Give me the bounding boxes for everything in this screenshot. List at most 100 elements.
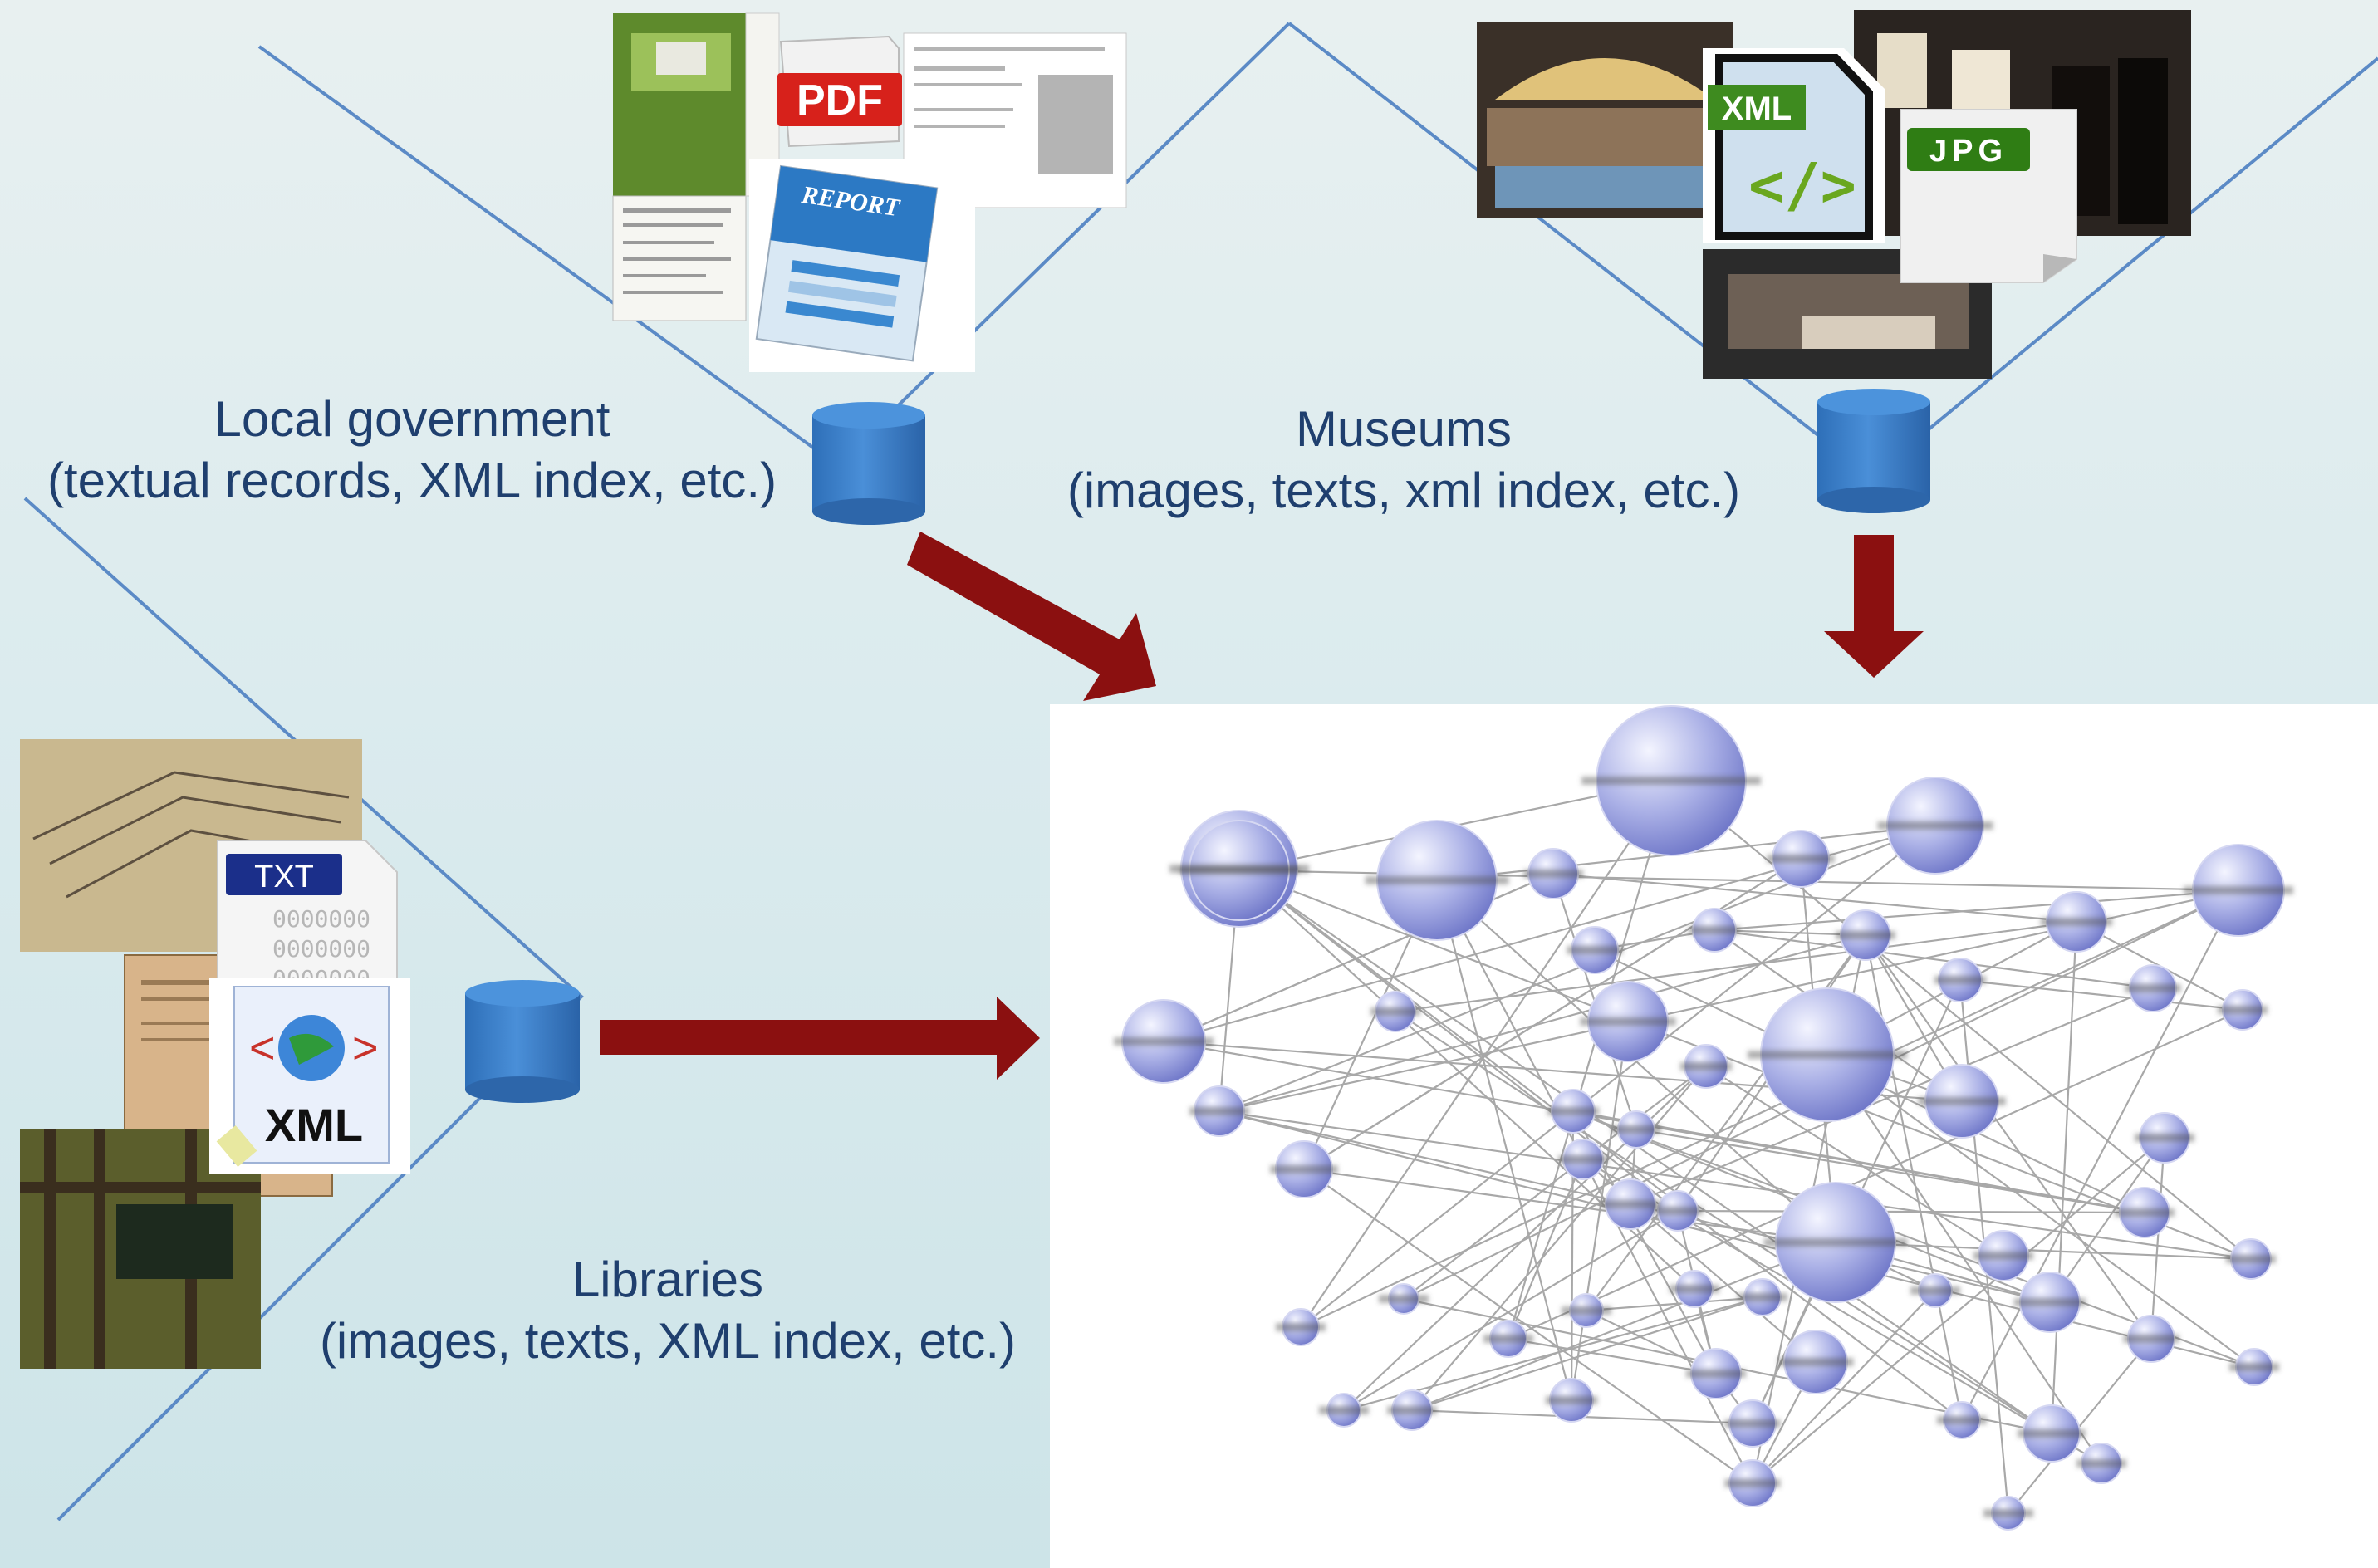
network-edge bbox=[2049, 1137, 2165, 1303]
network-edge bbox=[1508, 1337, 1717, 1375]
network-node-label-blur bbox=[2018, 1429, 2086, 1438]
network-node-label-blur bbox=[1653, 1207, 1703, 1215]
network-edge bbox=[1714, 889, 2239, 932]
network-edge bbox=[1508, 1008, 2243, 1340]
svg-text:>: > bbox=[352, 1023, 379, 1073]
local-government-title: Local government bbox=[213, 391, 610, 447]
network-node-label-blur bbox=[1686, 1370, 1746, 1378]
network-edge bbox=[1238, 868, 1679, 1212]
code-icon: </> bbox=[1748, 150, 1856, 220]
network-edge bbox=[2150, 1137, 2166, 1340]
network-edge bbox=[1218, 1110, 1631, 1206]
pdf-badge: PDF bbox=[797, 76, 883, 125]
network-edge bbox=[1343, 1210, 1679, 1411]
network-edge bbox=[1826, 1054, 2102, 1464]
local-government-database-icon bbox=[812, 402, 925, 525]
network-edge bbox=[1507, 780, 1673, 1340]
network-node-label-blur bbox=[2013, 1298, 2086, 1306]
network-edge bbox=[1395, 1011, 2052, 1434]
museums-database-icon bbox=[1817, 389, 1930, 513]
svg-text:<: < bbox=[249, 1023, 276, 1073]
network-edge bbox=[1238, 869, 2252, 1261]
network-node-label-blur bbox=[1387, 1406, 1437, 1414]
arrow-local-government-to-network bbox=[907, 532, 1156, 701]
arrow-museums-to-network bbox=[1824, 535, 1924, 678]
libraries-title: Libraries bbox=[571, 1252, 764, 1307]
network-node-label-blur bbox=[1114, 1037, 1214, 1046]
network-node-label-blur bbox=[1319, 1406, 1369, 1414]
network-edge bbox=[1826, 1054, 2255, 1368]
network-node-label-blur bbox=[1547, 1107, 1600, 1115]
network-edge bbox=[1411, 1241, 1836, 1412]
library-documents: TXT 000000000000000000000 < > XML bbox=[20, 739, 410, 1369]
network-edge bbox=[1238, 870, 2052, 1434]
network-node-label-blur bbox=[1483, 1335, 1533, 1343]
network-edge bbox=[1411, 1066, 1707, 1411]
network-node-label-blur bbox=[1179, 866, 1299, 875]
network-node-label-blur bbox=[1580, 1017, 1676, 1026]
network-node-label-blur bbox=[1558, 1155, 1608, 1164]
network-node-label-blur bbox=[1777, 1358, 1854, 1366]
network-node-label-blur bbox=[1918, 1097, 2006, 1105]
network-node-label-blur bbox=[1365, 876, 1509, 884]
network-node-label-blur bbox=[2226, 1255, 2276, 1263]
network-node-label-blur bbox=[1562, 1306, 1611, 1315]
network-edge bbox=[1752, 1290, 1936, 1484]
network-node-label-blur bbox=[2135, 1134, 2194, 1142]
network-node-label-blur bbox=[1379, 1295, 1429, 1303]
network-edge bbox=[1403, 1159, 1584, 1300]
local-government-label: Local government (textual records, XML i… bbox=[13, 389, 811, 512]
network-node-label-blur bbox=[2229, 1363, 2279, 1371]
network-edge bbox=[1395, 920, 2077, 1013]
libraries-database-icon bbox=[465, 980, 580, 1103]
network-node-label-blur bbox=[1567, 946, 1623, 954]
network-node-label-blur bbox=[2040, 918, 2113, 926]
svg-text:0000000: 0000000 bbox=[272, 905, 370, 933]
network-edge bbox=[1865, 934, 2152, 1340]
network-node-label-blur bbox=[1748, 1051, 1907, 1059]
network-edge bbox=[1343, 1066, 1707, 1411]
xml-badge-museum: XML bbox=[1722, 91, 1792, 127]
museums-detail: (images, texts, xml index, etc.) bbox=[1066, 463, 1741, 518]
network-node-label-blur bbox=[1370, 1007, 1420, 1016]
network-node-label-blur bbox=[1688, 926, 1741, 934]
network-edge bbox=[2050, 921, 2078, 1434]
network-node-label-blur bbox=[2184, 886, 2293, 894]
network-edge bbox=[1238, 868, 1963, 1421]
local-government-documents: REPORT PDF bbox=[612, 12, 1127, 372]
network-edge bbox=[1586, 1296, 1763, 1312]
network-node-label-blur bbox=[1937, 1416, 1987, 1424]
network-edge bbox=[1635, 1128, 2145, 1214]
libraries-detail: (images, texts, XML index, etc.) bbox=[319, 1313, 1017, 1369]
network-node-label-blur bbox=[1679, 1062, 1733, 1071]
network-node-label-blur bbox=[1724, 1479, 1781, 1487]
svg-text:0000000: 0000000 bbox=[272, 935, 370, 963]
network-node-label-blur bbox=[1983, 1509, 2033, 1517]
museums-title: Museums bbox=[1295, 401, 1513, 457]
network-node-label-blur bbox=[2218, 1006, 2268, 1014]
network-edge bbox=[1552, 872, 2077, 924]
network-node-label-blur bbox=[2115, 1208, 2175, 1217]
network-node-label-blur bbox=[1763, 1238, 1908, 1247]
network-edge bbox=[1961, 889, 2239, 1421]
network-node-label-blur bbox=[1767, 855, 1835, 863]
network-edge bbox=[2008, 1338, 2152, 1514]
network-edge bbox=[1303, 1169, 1753, 1484]
network-node-label-blur bbox=[1270, 1165, 1338, 1174]
network-edge bbox=[1752, 1137, 2165, 1484]
network-node-label-blur bbox=[1611, 1125, 1661, 1134]
network-edge bbox=[1677, 1209, 2145, 1214]
network-node-label-blur bbox=[1581, 777, 1761, 785]
network-edge bbox=[1959, 978, 2243, 1012]
network-edge bbox=[1303, 1168, 1836, 1244]
network-edge bbox=[1572, 1110, 2145, 1214]
network-edge bbox=[1507, 1159, 1585, 1340]
network-node-label-blur bbox=[1910, 1286, 1960, 1295]
network-node-label-blur bbox=[1973, 1252, 2033, 1260]
network-edge bbox=[1300, 889, 2239, 1328]
network-node-label-blur bbox=[1276, 1323, 1326, 1331]
network-node-label-blur bbox=[1545, 1396, 1598, 1404]
network-edge bbox=[1411, 1296, 1763, 1412]
